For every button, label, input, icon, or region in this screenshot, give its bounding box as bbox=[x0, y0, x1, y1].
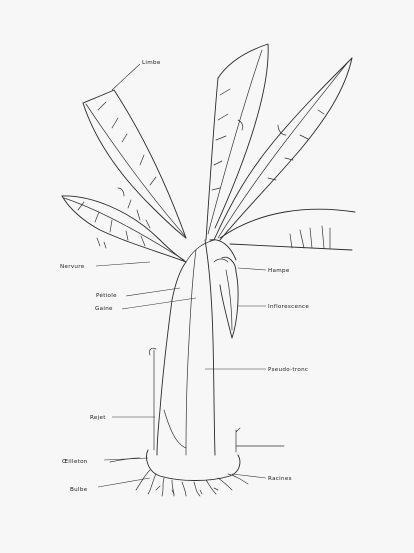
pseudostem bbox=[157, 240, 215, 455]
leaf-right-lower bbox=[220, 209, 355, 250]
roots bbox=[110, 446, 284, 496]
leaf-left-low bbox=[62, 196, 186, 262]
leaves bbox=[62, 44, 355, 262]
label-nervure: Nervure bbox=[60, 264, 85, 270]
label-pseudo-tronc: Pseudo-tronc bbox=[268, 367, 308, 373]
label-gaine: Gaine bbox=[95, 306, 113, 312]
label-limbe: Limbe bbox=[142, 60, 161, 66]
label-rejet: Rejet bbox=[90, 415, 106, 421]
leaf-left-tall bbox=[83, 90, 186, 238]
label-hampe: Hampe bbox=[268, 268, 290, 274]
leader-lines bbox=[96, 64, 266, 487]
label-petiole: Pétiole bbox=[96, 292, 117, 299]
base-corm bbox=[147, 348, 241, 480]
label-racines: Racines bbox=[268, 476, 292, 482]
inflorescence bbox=[210, 240, 238, 338]
labels: Limbe Nervure Pétiole Gaine Hampe Inflor… bbox=[60, 60, 309, 493]
label-oeilleton: Œilleton bbox=[62, 459, 88, 465]
label-bulbe: Bulbe bbox=[70, 487, 88, 493]
label-inflorescence: Inflorescence bbox=[268, 304, 309, 310]
leaf-center bbox=[206, 44, 268, 240]
